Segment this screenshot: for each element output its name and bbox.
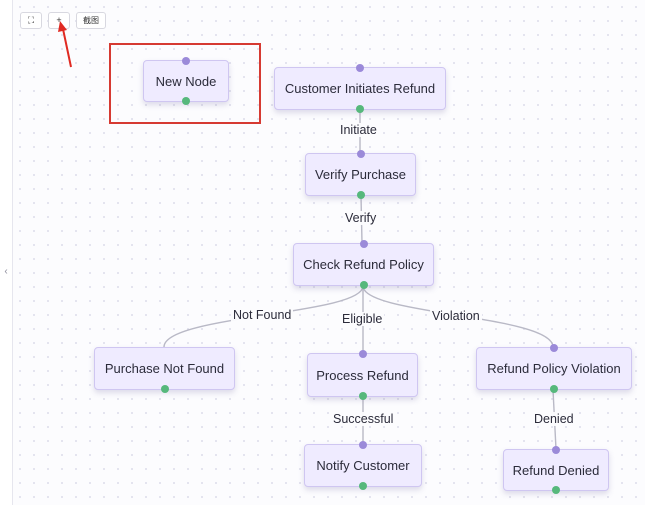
edge-label-denied: Denied	[532, 412, 576, 426]
edge-label-violation: Violation	[430, 309, 482, 323]
edge-label-successful: Successful	[331, 412, 396, 426]
node-check-refund-policy[interactable]: Check Refund Policy	[293, 240, 434, 289]
node-refund-denied[interactable]: Refund Denied	[503, 446, 609, 494]
sidebar-collapse-handle[interactable]: ‹	[4, 266, 8, 277]
edge-label-initiate: Initiate	[338, 123, 379, 137]
edge-label-verify: Verify	[343, 211, 379, 225]
target-handle[interactable]	[358, 350, 367, 358]
annotation-arrow	[58, 21, 72, 68]
fit-view-button[interactable]: ⛶	[20, 12, 42, 29]
node-refund-policy-violation[interactable]: Refund Policy Violation	[476, 344, 632, 393]
node-label: Notify Customer	[316, 458, 410, 473]
target-handle[interactable]	[356, 64, 364, 72]
target-handle[interactable]	[182, 57, 190, 65]
node-label: Process Refund	[316, 367, 409, 383]
source-handle[interactable]	[356, 191, 365, 199]
screenshot-button[interactable]: 截图	[76, 12, 106, 29]
node-purchase-not-found[interactable]: Purchase Not Found	[94, 347, 235, 393]
node-notify-customer[interactable]: Notify Customer	[304, 441, 422, 490]
node-label: Check Refund Policy	[303, 257, 424, 272]
target-handle[interactable]	[356, 150, 365, 158]
node-label: Refund Denied	[512, 462, 600, 478]
edge-label-eligible: Eligible	[340, 312, 385, 326]
node-verify-purchase[interactable]: Verify Purchase	[305, 150, 416, 199]
target-handle[interactable]	[550, 344, 558, 352]
source-handle[interactable]	[359, 281, 368, 289]
highlight-box	[109, 43, 261, 124]
source-handle[interactable]	[356, 105, 364, 113]
source-handle[interactable]	[552, 486, 560, 494]
target-handle[interactable]	[359, 441, 367, 449]
source-handle[interactable]	[358, 392, 367, 400]
source-handle[interactable]	[359, 482, 367, 490]
node-label: Purchase Not Found	[104, 361, 225, 376]
source-handle[interactable]	[160, 385, 169, 393]
source-handle[interactable]	[550, 385, 558, 393]
node-label: New Node	[155, 73, 217, 89]
node-label: Refund Policy Violation	[487, 361, 621, 376]
edge-label-not-found: Not Found	[231, 308, 294, 322]
node-label: Verify Purchase	[314, 167, 407, 182]
node-new-node[interactable]: New Node	[143, 57, 229, 105]
node-customer-initiates-refund[interactable]: Customer Initiates Refund	[274, 64, 446, 113]
node-label: Customer Initiates Refund	[284, 81, 436, 96]
source-handle[interactable]	[182, 97, 190, 105]
target-handle[interactable]	[552, 446, 560, 454]
node-process-refund[interactable]: Process Refund	[307, 350, 418, 400]
target-handle[interactable]	[359, 240, 368, 248]
